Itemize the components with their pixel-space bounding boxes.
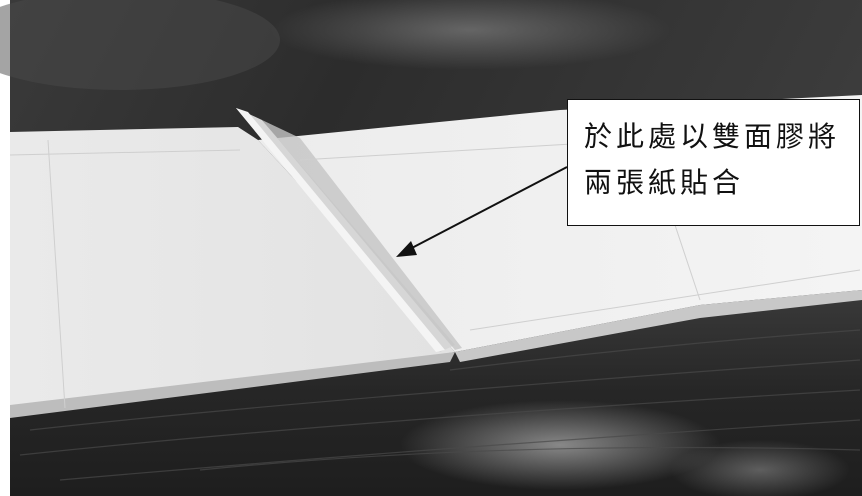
callout-line-1: 於此處以雙面膠將 xyxy=(584,120,841,153)
annotation-callout-box: 於此處以雙面膠將 兩張紙貼合 xyxy=(567,99,860,226)
callout-line-2: 兩張紙貼合 xyxy=(584,166,745,199)
arrow-pointing-to-seam-icon xyxy=(396,166,568,257)
